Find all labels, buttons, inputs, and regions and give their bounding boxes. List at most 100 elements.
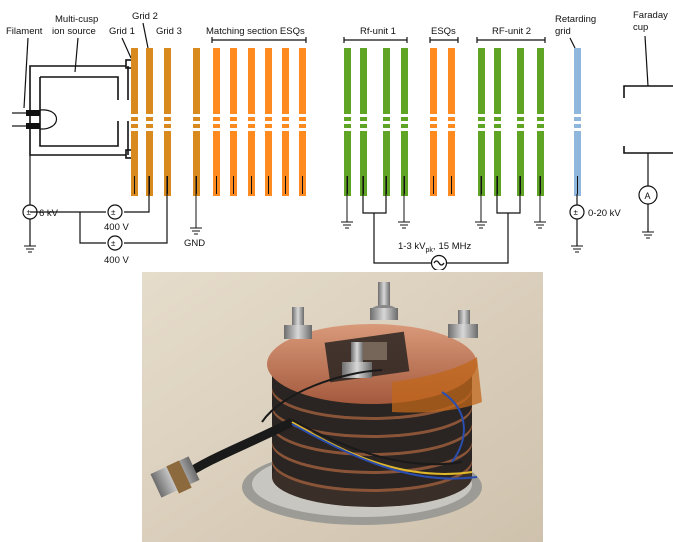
matching-bracket	[211, 37, 307, 43]
faraday-ground	[642, 231, 654, 239]
grid3-plate	[164, 48, 171, 114]
rf2-ground-1	[475, 176, 487, 229]
filament-pointer	[23, 37, 29, 109]
rf1-bracket	[343, 37, 408, 43]
esq-1-segment	[430, 131, 437, 196]
retarding-ground	[571, 245, 583, 253]
matching-esq-7-segment	[299, 131, 306, 196]
rf1-electrode-3-segment	[383, 124, 390, 128]
matching-esq-6-segment	[282, 124, 289, 128]
rf1-electrode-2-segment	[360, 131, 367, 196]
grid2-plate-segment	[146, 131, 153, 196]
matching-esq-5-segment	[265, 131, 272, 196]
grid2-label: Grid 2	[132, 11, 158, 22]
rf1-electrode-1-segment	[344, 124, 351, 128]
matching-section-label: Matching section ESQs	[206, 26, 305, 37]
matching-esq-7	[299, 48, 306, 114]
grid3-plate-segment	[164, 131, 171, 196]
multicusp-label-2: ion source	[52, 26, 96, 37]
matching-esq-2-segment	[213, 117, 220, 121]
svg-text:±: ±	[27, 208, 32, 217]
retarding-pointer	[569, 37, 576, 49]
cable-connector	[150, 369, 478, 498]
retarding-grid-plate-segment	[574, 124, 581, 128]
photo-of-rf-stack-icon	[142, 272, 543, 542]
matching-esq-5-segment	[265, 124, 272, 128]
esq-2	[448, 48, 455, 114]
grid1-label: Grid 1	[109, 26, 135, 37]
rf2-ground-2	[534, 176, 546, 229]
rf2-electrode-2-segment	[494, 124, 501, 128]
matching-esq-2-segment	[213, 131, 220, 196]
esqs-bracket	[429, 37, 459, 43]
esq-1-segment	[430, 117, 437, 121]
source-supply: ±	[22, 204, 38, 246]
svg-text:±: ±	[111, 239, 116, 248]
retarding-grid-plate	[574, 48, 581, 114]
rf1-electrode-2	[360, 48, 367, 114]
grid1-pointer	[121, 37, 132, 59]
grid1-plate-segment	[131, 131, 138, 196]
esq-2-segment	[448, 117, 455, 121]
rf-unit-1-label: Rf-unit 1	[360, 26, 396, 37]
matching-esq-2	[213, 48, 220, 114]
grid2-plate	[146, 48, 153, 114]
rf1-electrode-3-segment	[383, 131, 390, 196]
grid2-plate-segment	[146, 124, 153, 128]
rf2-electrode-3-segment	[517, 131, 524, 196]
esq-1	[430, 48, 437, 114]
grid1-plate-segment	[131, 124, 138, 128]
matching-esq-6	[282, 48, 289, 114]
rf2-electrode-4-segment	[537, 131, 544, 196]
matching-esq-2-segment	[213, 124, 220, 128]
gnd-label: GND	[184, 238, 205, 249]
rf2-electrode-4-segment	[537, 117, 544, 121]
multicusp-label-1: Multi-cusp	[55, 14, 98, 25]
rf2-electrode-2-segment	[494, 131, 501, 196]
matching-esq-6-segment	[282, 117, 289, 121]
grid2-pointer	[142, 22, 149, 49]
grid2-supply: ±	[30, 176, 150, 220]
v-source-label: 6 kV	[39, 208, 59, 219]
grid1-plate	[131, 48, 138, 114]
matching-esq-3	[230, 48, 237, 114]
svg-text:±: ±	[111, 208, 116, 217]
ground-symbols	[24, 176, 654, 253]
matching-esq-4-segment	[248, 131, 255, 196]
grid3-label: Grid 3	[156, 26, 182, 37]
grid3-plate-segment	[164, 117, 171, 121]
esq-2-segment	[448, 124, 455, 128]
rf2-bracket	[476, 37, 546, 43]
gnd-ground	[190, 176, 202, 235]
matching-esq-7-segment	[299, 124, 306, 128]
rf1-ground-2	[398, 176, 410, 229]
grid2-plate-segment	[146, 117, 153, 121]
ammeter-icon: A	[645, 191, 651, 201]
matching-esq-1-segment	[193, 131, 200, 196]
retarding-label-2: grid	[555, 26, 571, 37]
matching-esq-5	[265, 48, 272, 114]
rf-voltage-label: 1-3 kVpk,15 MHz	[398, 241, 471, 254]
multicusp-pointer	[74, 37, 79, 73]
rf1-electrode-4-segment	[401, 124, 408, 128]
svg-text:±: ±	[574, 208, 579, 217]
v-retard-label: 0-20 kV	[588, 208, 621, 219]
rf1-electrode-1-segment	[344, 131, 351, 196]
matching-esq-1-segment	[193, 124, 200, 128]
grid3-supply: ±	[79, 176, 168, 251]
rf2-electrode-1-segment	[478, 117, 485, 121]
stacked-plates	[267, 324, 477, 507]
v-grid2-label: 400 V	[104, 222, 129, 233]
rf1-electrode-3-segment	[383, 117, 390, 121]
rf1-electrode-4	[401, 48, 408, 114]
rf1-electrode-4-segment	[401, 117, 408, 121]
rf2-electrode-1	[478, 48, 485, 114]
v-grid3-label: 400 V	[104, 255, 129, 266]
rf1-electrode-1	[344, 48, 351, 114]
accelerator-schematic: Filament Multi-cusp ion source Grid 1 Gr…	[6, 10, 673, 270]
esq-1-segment	[430, 124, 437, 128]
matching-esq-6-segment	[282, 131, 289, 196]
retarding-supply: ±	[569, 194, 585, 246]
rf1-electrode-4-segment	[401, 131, 408, 196]
rf2-electrode-2	[494, 48, 501, 114]
